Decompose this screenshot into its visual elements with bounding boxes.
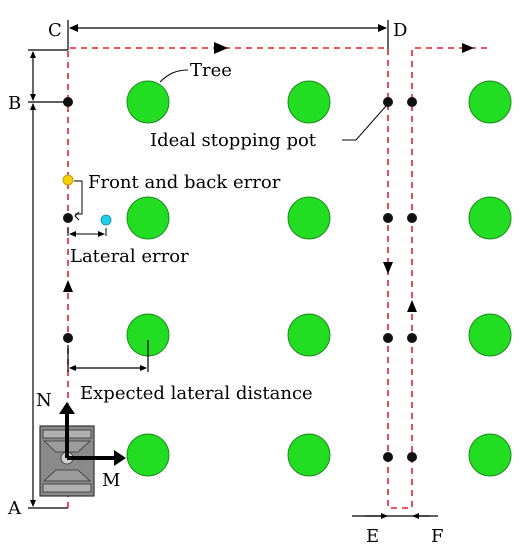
stop-point [63, 213, 73, 223]
error-markers [62, 174, 112, 237]
path-arrow-top-right [462, 43, 474, 53]
tree [126, 196, 170, 240]
label-n: N [36, 390, 52, 411]
tree [468, 80, 512, 124]
stop-point [383, 213, 393, 223]
path-arrow-top [214, 42, 228, 54]
tree [287, 196, 331, 240]
planned-path [67, 47, 490, 509]
label-lateral-error: Lateral error [70, 246, 189, 267]
stop-point [383, 97, 393, 107]
tree [468, 313, 512, 357]
tree [287, 80, 331, 124]
stop-point [407, 213, 417, 223]
path-direction-arrows [63, 42, 474, 312]
stop-point [383, 333, 393, 343]
stop-point [407, 452, 417, 462]
tree-grid [126, 80, 512, 477]
tree [126, 433, 170, 477]
label-ideal-stopping: Ideal stopping pot [150, 130, 317, 151]
label-d: D [393, 20, 407, 41]
tree [126, 80, 170, 124]
tree [287, 433, 331, 477]
path-arrow-up-left [63, 280, 73, 292]
tree [468, 433, 512, 477]
vehicle-axes [59, 402, 126, 466]
stop-point [63, 333, 73, 343]
leader-lines [159, 69, 387, 141]
tree [468, 196, 512, 240]
stopping-leader [342, 105, 387, 141]
label-f: F [431, 526, 444, 547]
label-tree: Tree [190, 60, 232, 81]
tree-leader [159, 69, 189, 83]
front-back-error-point [62, 174, 74, 186]
dimension-a-b [28, 49, 68, 509]
stop-point [407, 333, 417, 343]
north-arrow-icon [59, 402, 75, 414]
label-front-back-error: Front and back error [88, 172, 281, 193]
expected-lateral-bracket [67, 340, 149, 372]
label-m: M [102, 470, 120, 491]
stop-point [63, 97, 73, 107]
stop-point [407, 97, 417, 107]
label-c: C [48, 20, 62, 41]
stopping-points [63, 97, 417, 462]
m-arrow-icon [114, 450, 126, 466]
lateral-error-point [100, 214, 112, 226]
stop-point [383, 452, 393, 462]
label-a: A [7, 498, 22, 519]
label-e: E [366, 526, 379, 547]
label-b: B [8, 93, 21, 114]
label-expected-lateral: Expected lateral distance [80, 383, 313, 404]
dimension-c-d [67, 20, 389, 50]
path-arrow-up-right [407, 300, 417, 312]
tree [287, 313, 331, 357]
path-arrow-down [383, 262, 393, 274]
